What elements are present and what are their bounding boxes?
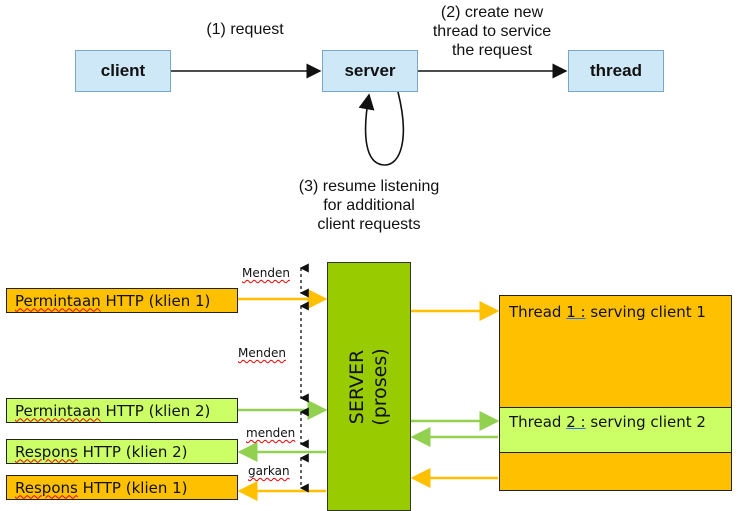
thread1-post: serving client 1 [585,303,706,321]
server-process-label: SERVER (proses) [346,347,391,426]
response-client2-word: Respons [15,442,78,461]
label-menden-2: Menden [238,346,286,360]
step2-caption: (2) create new thread to service the req… [432,4,552,59]
label-menden-1: Menden [242,266,290,280]
response-client2: Respons HTTP (klien 2) [6,439,238,464]
request-client1-word: Permintaan [15,291,101,310]
label-menden-3: menden [246,426,296,440]
step3-caption: (3) resume listening for additional clie… [298,178,440,233]
resume-loop-arrow [358,91,405,166]
response-client1: Respons HTTP (klien 1) [6,475,238,500]
request-client2-rest: HTTP (klien 2) [100,401,211,420]
response-client1-rest: HTTP (klien 1) [77,478,188,497]
response-client1-word: Respons [15,478,78,497]
client-box: client [75,50,171,92]
server-box: server [322,50,418,92]
thread1-pre: Thread [509,303,567,321]
request-client2: Permintaan HTTP (klien 2) [6,398,238,423]
request-client1-rest: HTTP (klien 1) [100,291,211,310]
thread2-post: serving client 2 [585,413,706,431]
thread-box: thread [568,50,664,92]
server-process-box: SERVER (proses) [327,262,411,511]
thread1-box: Thread 1 : serving client 1 [499,295,732,407]
thread2-num: 2 : [566,413,586,431]
request-client1: Permintaan HTTP (klien 1) [6,288,238,313]
thread1-num: 1 : [566,303,586,321]
thread2-box: Thread 2 : serving client 2 [499,407,732,453]
thread2-pre: Thread [509,413,567,431]
label-garkan: garkan [248,464,290,478]
response-client2-rest: HTTP (klien 2) [77,442,188,461]
request-client2-word: Permintaan [15,401,101,420]
step1-caption: (1) request [206,21,284,38]
